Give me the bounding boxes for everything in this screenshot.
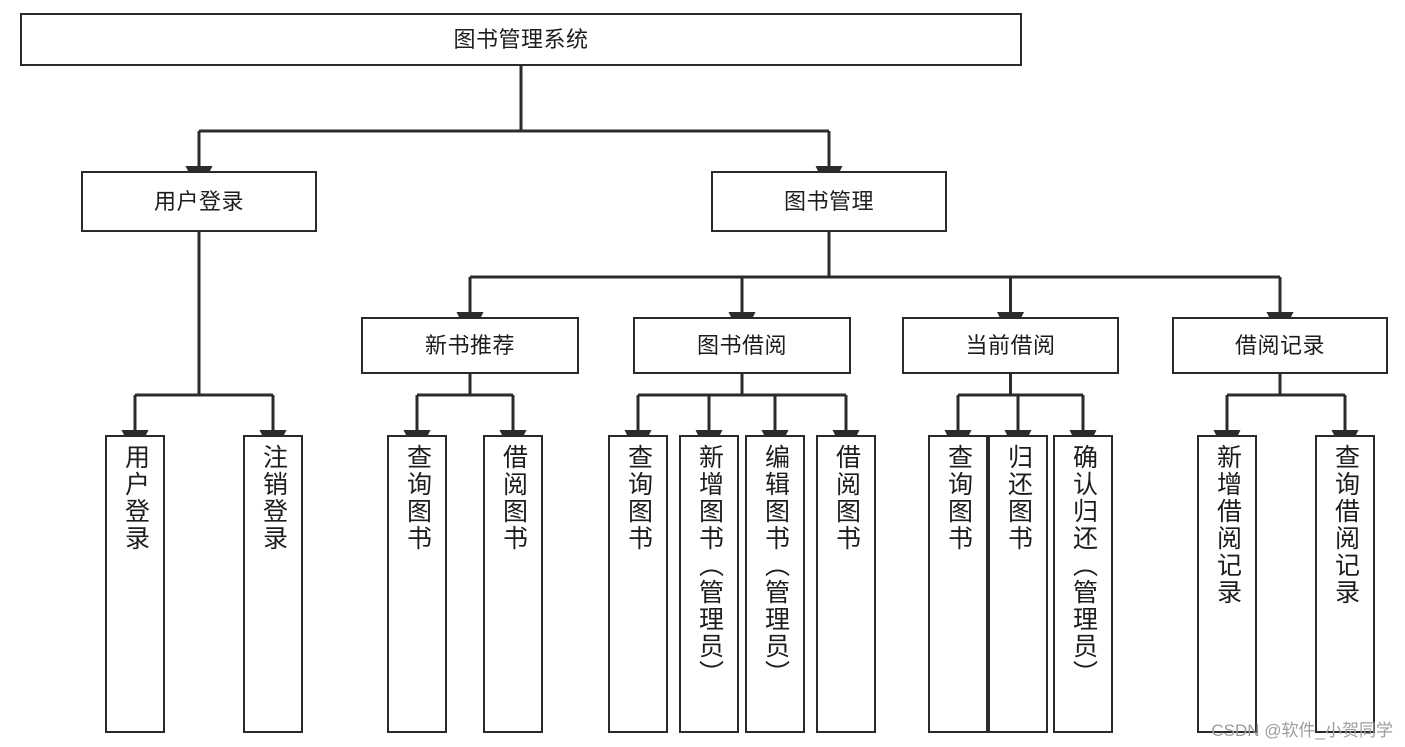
node-current_borrow[interactable]: 当前借阅: [902, 317, 1119, 374]
node-leaf_edit_book[interactable]: 编辑图书（管理员）: [745, 435, 805, 733]
node-book_borrow[interactable]: 图书借阅: [633, 317, 851, 374]
node-leaf_add_record[interactable]: 新增借阅记录: [1197, 435, 1257, 733]
node-label: 图书借阅: [696, 332, 787, 358]
node-label: 新书推荐: [424, 332, 515, 358]
node-label: 注销登录: [259, 444, 288, 552]
node-leaf_user_logout[interactable]: 注销登录: [243, 435, 303, 733]
node-label: 用户登录: [121, 444, 150, 552]
node-leaf_query_record[interactable]: 查询借阅记录: [1315, 435, 1375, 733]
node-label: 查询图书: [944, 444, 973, 552]
node-leaf_borrow_book_1[interactable]: 借阅图书: [483, 435, 543, 733]
node-label: 查询图书: [403, 444, 432, 552]
node-root[interactable]: 图书管理系统: [20, 13, 1022, 66]
node-label: 图书管理系统: [453, 26, 589, 52]
node-label: 借阅记录: [1234, 332, 1325, 358]
node-leaf_user_login[interactable]: 用户登录: [105, 435, 165, 733]
node-leaf_confirm_return[interactable]: 确认归还（管理员）: [1053, 435, 1113, 733]
node-new_book_rec[interactable]: 新书推荐: [361, 317, 579, 374]
node-user_login[interactable]: 用户登录: [81, 171, 317, 232]
node-label: 确认归还（管理员）: [1069, 444, 1098, 687]
node-label: 查询图书: [624, 444, 653, 552]
node-leaf_return_book[interactable]: 归还图书: [988, 435, 1048, 733]
node-label: 用户登录: [153, 188, 244, 214]
node-label: 当前借阅: [965, 332, 1056, 358]
node-label: 查询借阅记录: [1331, 444, 1360, 606]
node-borrow_record[interactable]: 借阅记录: [1172, 317, 1388, 374]
node-leaf_borrow_book_2[interactable]: 借阅图书: [816, 435, 876, 733]
node-leaf_query_book_3[interactable]: 查询图书: [928, 435, 988, 733]
node-leaf_add_book[interactable]: 新增图书（管理员）: [679, 435, 739, 733]
node-label: 借阅图书: [499, 444, 528, 552]
node-label: 图书管理: [783, 188, 874, 214]
node-leaf_query_book_1[interactable]: 查询图书: [387, 435, 447, 733]
node-label: 新增借阅记录: [1213, 444, 1242, 606]
node-label: 新增图书（管理员）: [695, 444, 724, 687]
node-label: 归还图书: [1004, 444, 1033, 552]
node-book_manage[interactable]: 图书管理: [711, 171, 947, 232]
node-label: 借阅图书: [832, 444, 861, 552]
node-leaf_query_book_2[interactable]: 查询图书: [608, 435, 668, 733]
node-label: 编辑图书（管理员）: [761, 444, 790, 687]
